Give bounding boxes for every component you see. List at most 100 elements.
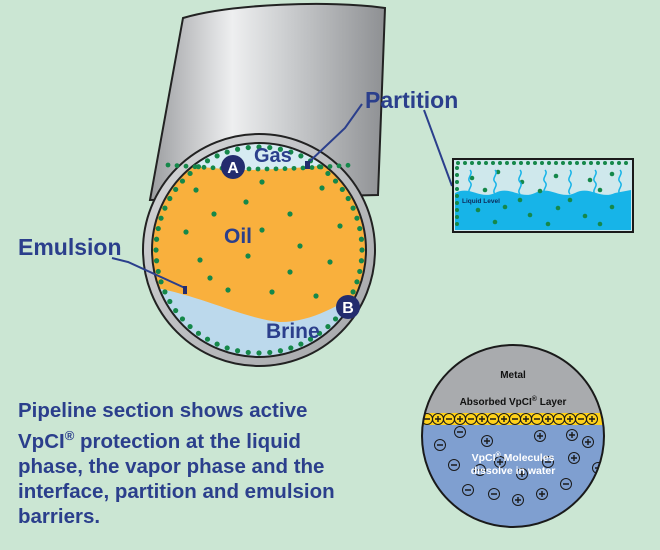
molecules-label: VpCI® Molecules <box>472 451 555 464</box>
partition-leader <box>307 103 363 164</box>
positive-ion <box>542 413 554 425</box>
detail-dot <box>505 161 509 165</box>
detail-dot <box>455 215 459 219</box>
vpci-dot <box>318 164 324 170</box>
positive-ion <box>568 452 580 464</box>
detail-dot <box>477 161 481 165</box>
caption-line-2: VpCI® protection at the liquid <box>18 428 301 453</box>
vapor-line <box>518 169 522 195</box>
oil-label: Oil <box>224 225 252 248</box>
vpci-dot <box>288 149 294 155</box>
vpci-dot <box>195 164 202 170</box>
vpci-dot <box>345 162 351 168</box>
vpci-dot <box>350 289 356 295</box>
positive-ion <box>534 430 546 442</box>
vpci-dot <box>153 258 160 264</box>
detail-dot <box>582 161 586 165</box>
detail-dot <box>609 204 615 210</box>
detail-dot <box>575 161 579 165</box>
detail-dot <box>463 161 467 165</box>
positive-ion <box>582 436 594 448</box>
vpci-dot <box>234 146 241 152</box>
vpci-dot <box>325 170 331 177</box>
positive-ion <box>498 413 510 425</box>
vpci-dot <box>255 166 261 172</box>
negative-ion <box>560 478 572 490</box>
detail-dot <box>617 161 621 165</box>
vpci-dot <box>313 293 319 299</box>
caption-line-3: phase, the vapor phase and the <box>18 454 325 478</box>
detail-dot <box>610 161 614 165</box>
partition-detail-leader <box>423 109 453 187</box>
detail-dot <box>455 166 459 170</box>
detail-dot <box>475 207 481 213</box>
vpci-dot <box>245 144 251 151</box>
vpci-dot <box>298 153 304 159</box>
vpci-dot <box>298 341 304 347</box>
detail-dot <box>527 212 533 218</box>
negative-ion <box>542 456 554 468</box>
positive-ion <box>520 413 532 425</box>
detail-dot <box>456 161 460 165</box>
vpci-dot <box>300 165 306 171</box>
vpci-dot <box>167 298 173 305</box>
vpci-dot <box>192 164 198 170</box>
positive-ion <box>481 435 493 447</box>
vpci-dot <box>267 144 273 151</box>
partition-label: Partition <box>365 87 458 113</box>
negative-ion <box>487 413 499 425</box>
detail-dot <box>519 161 523 165</box>
vapor-line <box>468 169 472 195</box>
vpci-dot <box>339 186 345 193</box>
positive-ion <box>516 468 528 480</box>
vpci-dot <box>193 187 199 193</box>
vapor-line <box>543 169 547 195</box>
vpci-dot <box>354 279 360 285</box>
vpci-dot <box>309 165 315 170</box>
vpci-dot <box>287 269 293 275</box>
vpci-dot <box>327 259 333 265</box>
negative-ion <box>575 413 587 425</box>
vpci-dot <box>179 178 186 184</box>
vpci-dot <box>267 349 273 356</box>
detail-dot <box>455 187 459 191</box>
vpci-dot <box>162 289 168 295</box>
detail-dot <box>502 204 508 210</box>
vpci-dot <box>173 307 179 314</box>
vpci-dot <box>183 229 189 235</box>
vpci-dot <box>327 164 333 169</box>
marker-b: B <box>336 295 360 319</box>
vpci-dot <box>336 163 342 169</box>
liquid-level-label: Liquid Level <box>462 198 500 205</box>
vpci-dots <box>153 144 365 356</box>
metal-label: Metal <box>500 370 526 381</box>
detail-dot <box>491 161 495 165</box>
partition-detail: Liquid Level <box>452 158 634 233</box>
vpci-dot <box>259 227 265 233</box>
detail-dot <box>624 161 628 165</box>
vpci-dot <box>158 215 164 221</box>
vpci-dot <box>319 185 325 191</box>
vpci-dot <box>291 165 297 171</box>
vpci-dot <box>245 253 251 259</box>
positive-ion <box>454 413 466 425</box>
vpci-dot <box>167 195 173 202</box>
vpci-dot <box>245 349 251 356</box>
detail-dot <box>589 161 593 165</box>
vpci-dot <box>273 166 279 172</box>
vpci-dot <box>307 336 314 342</box>
vpci-dot <box>332 316 339 322</box>
detail-dot <box>568 161 572 165</box>
positive-ion <box>536 488 548 500</box>
positive-ion <box>586 413 598 425</box>
vpci-dot <box>201 164 207 170</box>
dissolve-label: dissolve in water <box>471 465 556 477</box>
positive-ion <box>512 494 524 506</box>
vpci-dot <box>225 287 231 293</box>
vpci-dot <box>207 275 213 281</box>
negative-ion <box>462 484 474 496</box>
detail-dot <box>597 187 603 193</box>
vpci-dot <box>358 236 365 242</box>
vpci-dot <box>204 158 211 164</box>
vpci-dot <box>357 268 363 275</box>
